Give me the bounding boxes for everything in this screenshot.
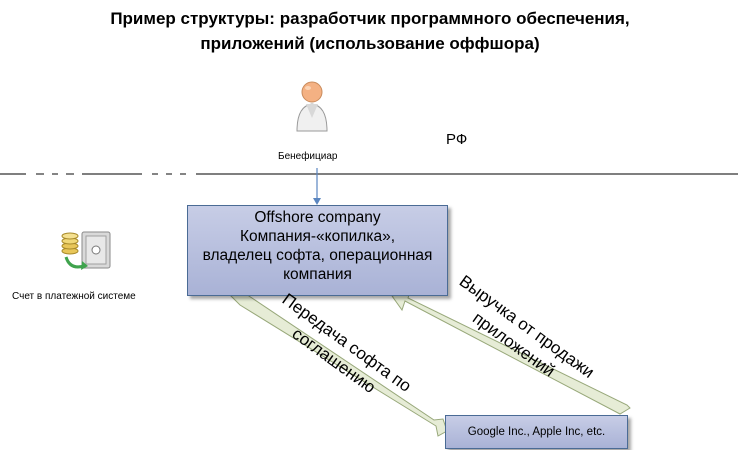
beneficiary-label: Бенефициар [278,151,338,162]
beneficiary-connector [313,168,321,205]
payment-account-label: Счет в платежной системе [12,291,136,302]
offshore-line-4: компания [283,266,352,283]
person-icon [296,81,328,132]
app-revenue-arrow [391,291,631,415]
offshore-company-box: Offshore company Компания-«копилка», вла… [187,205,448,296]
diagram-title: Пример структуры: разработчик программно… [0,6,740,56]
offshore-line-3: владелец софта, операционная [202,247,433,264]
title-line-2: приложений (использование оффшора) [200,34,540,53]
safe-with-coins-icon [61,231,111,270]
region-label: РФ [446,131,468,148]
offshore-line-2: Компания-«копилка», [239,228,396,245]
google-apple-box: Google Inc., Apple Inc, etc. [445,415,628,449]
offshore-line-1: Offshore company [254,209,381,226]
title-line-1: Пример структуры: разработчик программно… [110,9,630,28]
